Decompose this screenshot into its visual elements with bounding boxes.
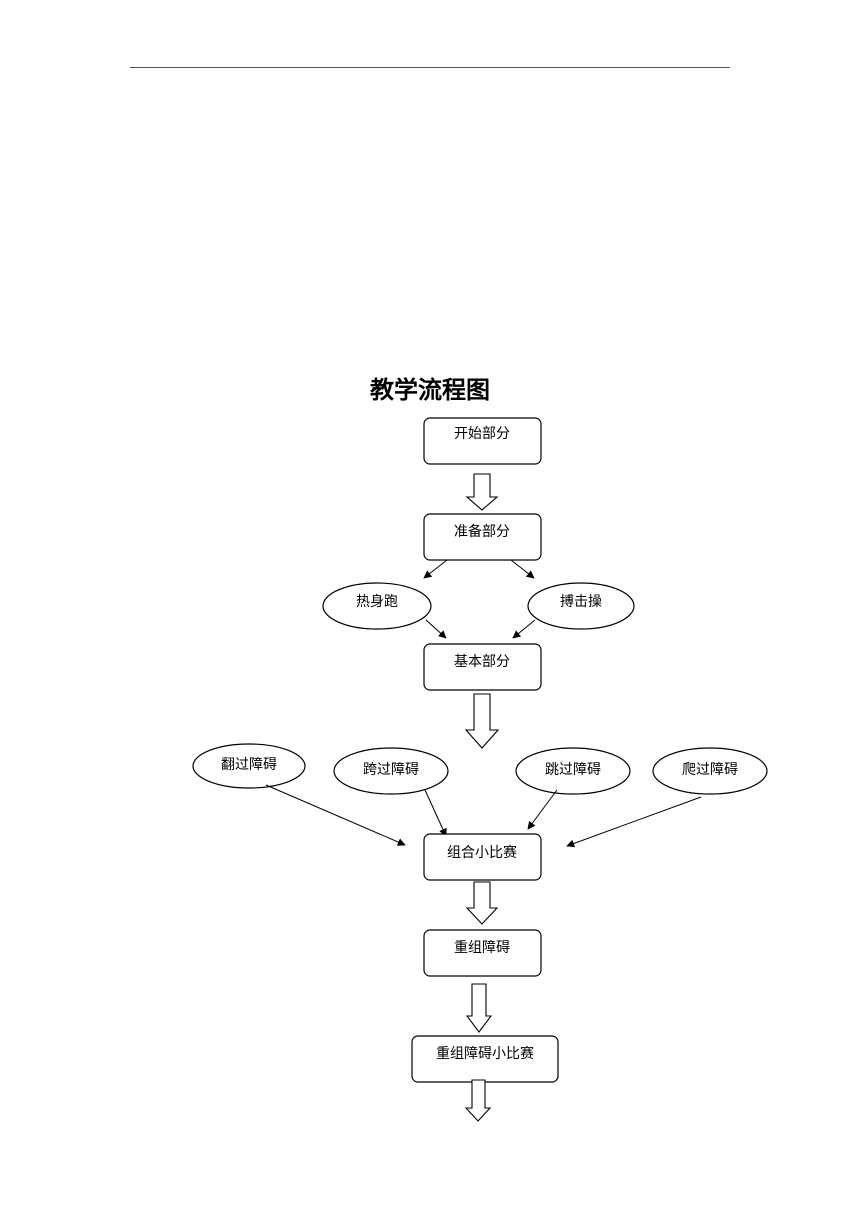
node-start-label: 开始部分 bbox=[454, 426, 510, 442]
arrow-step-group bbox=[424, 789, 447, 837]
node-step-over: 跨过障碍 bbox=[333, 747, 449, 795]
node-step-over-label: 跨过障碍 bbox=[363, 762, 419, 778]
header-rule bbox=[130, 67, 730, 68]
node-crawl-over: 爬过障碍 bbox=[652, 747, 768, 795]
node-warmup-run: 热身跑 bbox=[322, 582, 432, 630]
node-prepare: 准备部分 bbox=[423, 513, 542, 561]
block-arrow-end bbox=[464, 1079, 492, 1122]
node-boxing-exercise: 搏击操 bbox=[527, 582, 635, 630]
arrow-jump-group bbox=[527, 789, 558, 830]
block-arrow-basic-obstacles bbox=[464, 693, 500, 749]
node-rebuild-match-label: 重组障碍小比赛 bbox=[436, 1046, 534, 1062]
arrow-climb-group bbox=[265, 784, 406, 846]
block-arrow-start-prepare bbox=[465, 473, 499, 511]
node-basic: 基本部分 bbox=[423, 643, 542, 691]
block-arrow-rebuild-match bbox=[465, 983, 493, 1033]
node-rebuild-label: 重组障碍 bbox=[454, 940, 510, 956]
node-basic-label: 基本部分 bbox=[454, 653, 510, 670]
node-climb-over-label: 翻过障碍 bbox=[221, 757, 277, 773]
node-group-match: 组合小比赛 bbox=[423, 833, 542, 881]
page-title: 教学流程图 bbox=[370, 376, 490, 404]
block-arrow-group-rebuild bbox=[465, 881, 499, 925]
arrow-crawl-group bbox=[566, 796, 702, 848]
arrow-warmup-basic bbox=[425, 619, 447, 639]
node-prepare-label: 准备部分 bbox=[454, 523, 510, 540]
node-climb-over: 翻过障碍 bbox=[192, 743, 306, 789]
arrow-prepare-boxing bbox=[510, 559, 535, 579]
node-crawl-over-label: 爬过障碍 bbox=[682, 762, 738, 778]
arrow-prepare-warmup bbox=[423, 559, 448, 579]
node-group-match-label: 组合小比赛 bbox=[447, 845, 517, 861]
node-rebuild-match: 重组障碍小比赛 bbox=[411, 1035, 559, 1083]
arrow-boxing-basic bbox=[512, 619, 536, 639]
node-jump-over-label: 跳过障碍 bbox=[545, 762, 601, 778]
node-rebuild: 重组障碍 bbox=[423, 929, 542, 977]
node-warmup-run-label: 热身跑 bbox=[356, 594, 398, 610]
node-start: 开始部分 bbox=[423, 417, 542, 465]
node-jump-over: 跳过障碍 bbox=[515, 747, 631, 795]
node-boxing-exercise-label: 搏击操 bbox=[560, 593, 602, 610]
